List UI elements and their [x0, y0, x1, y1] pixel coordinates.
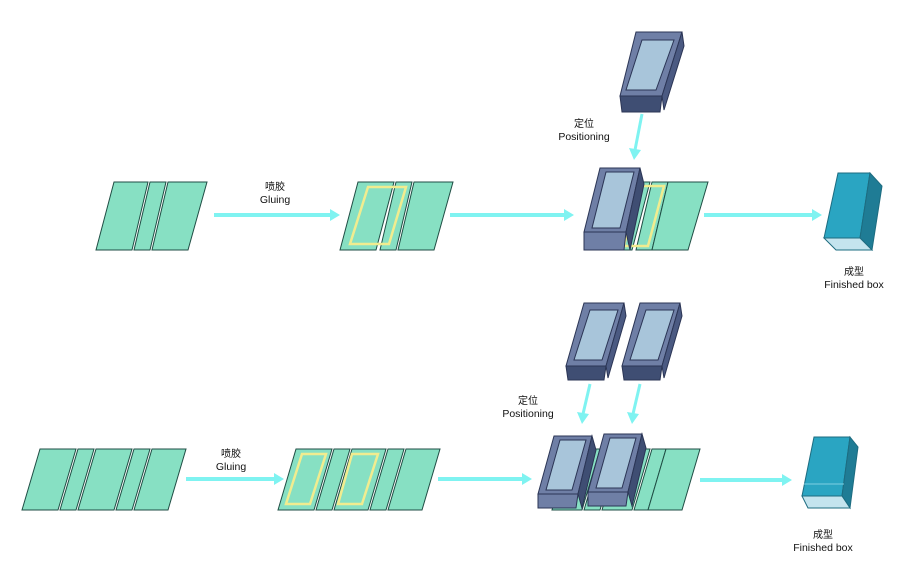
positioning-label-en-1: Positioning	[558, 131, 610, 143]
finished-label-en-1: Finished box	[824, 279, 884, 291]
finish-arrow-1	[704, 209, 822, 221]
positioning-label-cn-2: 定位	[518, 396, 538, 407]
process-arrow-2	[438, 473, 532, 485]
positioning-arrow-2b	[627, 383, 642, 424]
glue-outline-2a	[284, 452, 328, 506]
gluing-label-2: 喷胶 Gluing	[206, 448, 256, 474]
glue-outline-2b	[336, 452, 380, 506]
positioning-mold-2b	[587, 432, 647, 508]
finished-box-2	[801, 435, 859, 510]
glue-outline-1	[348, 185, 408, 246]
flat-sheet-1	[95, 181, 208, 251]
positioning-arrow-1	[629, 113, 644, 160]
process-arrow-1	[450, 209, 574, 221]
gluing-label-en-2: Gluing	[215, 461, 247, 473]
positioning-label-2: 定位 Positioning	[493, 395, 563, 421]
gluing-label-cn-1: 喷胶	[265, 182, 285, 193]
mold-top-2a	[565, 302, 627, 381]
finished-label-en-2: Finished box	[793, 542, 853, 554]
positioning-mold-2a	[537, 434, 597, 510]
finished-label-1: 成型 Finished box	[815, 266, 893, 292]
positioning-mold-1	[583, 167, 645, 251]
finish-arrow-2	[700, 474, 792, 486]
finished-label-2: 成型 Finished box	[784, 529, 862, 555]
gluing-label-cn-2: 喷胶	[221, 449, 241, 460]
gluing-arrow-2	[186, 473, 284, 485]
gluing-label-1: 喷胶 Gluing	[250, 181, 300, 207]
finished-label-cn-1: 成型	[844, 267, 864, 278]
positioning-label-en-2: Positioning	[502, 408, 554, 420]
positioning-arrow-2a	[577, 383, 592, 424]
finished-box-1	[822, 171, 883, 252]
flat-sheet-2	[21, 448, 187, 511]
positioning-label-cn-1: 定位	[574, 119, 594, 130]
mold-top-1	[619, 31, 685, 113]
finished-label-cn-2: 成型	[813, 530, 833, 541]
gluing-arrow-1	[214, 209, 340, 221]
gluing-label-en-1: Gluing	[259, 194, 291, 206]
glued-sheet-2	[277, 448, 441, 511]
positioning-label-1: 定位 Positioning	[549, 118, 619, 144]
mold-top-2b	[621, 302, 683, 381]
